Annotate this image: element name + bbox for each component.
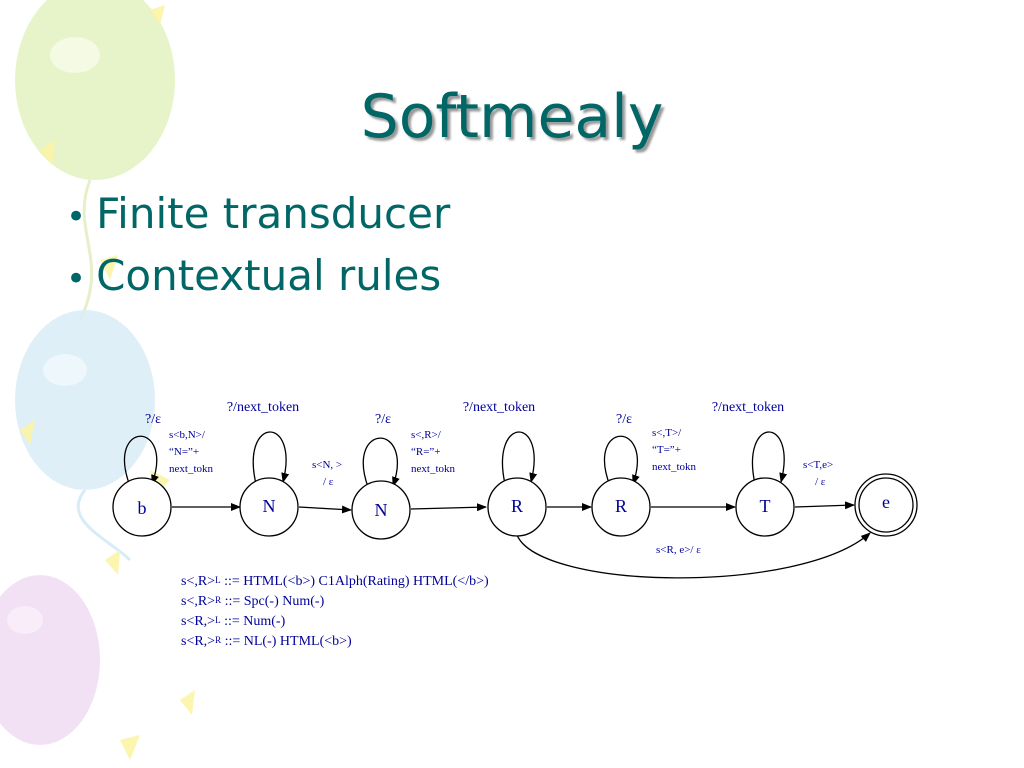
state-label: R: [511, 496, 523, 516]
rule-head: s<,R>: [181, 574, 215, 589]
rule-body: ::= Num(-): [221, 614, 286, 629]
state-label: N: [375, 500, 388, 520]
self-loop-arrow: [752, 432, 784, 484]
rule-head: s<R,>: [181, 634, 215, 649]
state-label: N: [263, 496, 276, 516]
transition-label-n-n: s<N, > / ε: [312, 459, 342, 488]
rule-body: ::= NL(-) HTML(<b>): [221, 634, 352, 649]
transition-label-line: s<N, >: [312, 459, 342, 471]
transition-label-line: / ε: [323, 476, 334, 488]
self-loop-label: ?/ε: [145, 412, 161, 427]
self-loop-arrow: [253, 432, 286, 484]
state-label: T: [760, 496, 771, 516]
transition-label-t-e: s<T,e> / ε: [803, 459, 833, 488]
rule-superscript: R: [215, 635, 221, 645]
transition-arrow: [299, 507, 351, 510]
state-label: R: [615, 496, 627, 516]
rule-body: ::= Spc(-) Num(-): [221, 594, 324, 609]
transition-label-line: next_tokn: [411, 463, 455, 475]
transition-label-line: s<b,N>/: [169, 429, 206, 441]
transition-label-line: s<,R>/: [411, 429, 442, 441]
transition-label-line: “R=”+: [411, 446, 441, 458]
transition-label-n-r: s<,R>/ “R=”+ next_tokn: [411, 429, 455, 475]
state-node: N: [352, 481, 410, 539]
rule-line: s<R,>R ::= NL(-) HTML(<b>): [181, 632, 489, 652]
rule-line: s<R,>L ::= Num(-): [181, 612, 489, 632]
state-node: b: [113, 478, 171, 536]
state-node: R: [488, 478, 546, 536]
rule-superscript: L: [215, 575, 221, 585]
rule-body: ::= HTML(<b>) C1Alph(Rating) HTML(</b>): [221, 574, 489, 589]
state-node: N: [240, 478, 298, 536]
state-node: T: [736, 478, 794, 536]
state-node: R: [592, 478, 650, 536]
state-label: e: [882, 492, 890, 512]
transition-label-r-t: s<,T>/ “T=”+ next_tokn: [652, 427, 696, 473]
rule-head: s<R,>: [181, 614, 215, 629]
transition-label-line: / ε: [815, 476, 826, 488]
state-label: b: [138, 498, 147, 518]
final-state-node: e: [855, 474, 917, 536]
contextual-rules: s<,R>L ::= HTML(<b>) C1Alph(Rating) HTML…: [181, 572, 489, 652]
rule-head: s<,R>: [181, 594, 215, 609]
transition-label-line: “T=”+: [652, 444, 681, 456]
self-loop-label: ?/next_token: [227, 400, 299, 415]
transition-arrow: [411, 507, 486, 509]
transition-label-line: next_tokn: [169, 463, 213, 475]
transition-label-line: “N=”+: [169, 446, 199, 458]
transition-label-line: s<T,e>: [803, 459, 833, 471]
transition-label-b-n: s<b,N>/ “N=”+ next_tokn: [169, 429, 213, 475]
self-loop-label: ?/next_token: [712, 400, 784, 415]
transition-label-r-e: s<R, e>/ ε: [656, 544, 701, 556]
self-loop-label: ?/ε: [616, 412, 632, 427]
transition-label-line: s<,T>/: [652, 427, 682, 439]
rule-line: s<,R>R ::= Spc(-) Num(-): [181, 592, 489, 612]
self-loop-label: ?/next_token: [463, 400, 535, 415]
self-loop-arrow: [363, 438, 397, 487]
rule-line: s<,R>L ::= HTML(<b>) C1Alph(Rating) HTML…: [181, 572, 489, 592]
rule-superscript: L: [215, 615, 221, 625]
self-loop-label: ?/ε: [375, 412, 391, 427]
rule-superscript: R: [215, 595, 221, 605]
transition-label-line: next_tokn: [652, 461, 696, 473]
transition-arrow: [795, 505, 854, 507]
self-loop-arrow: [502, 432, 534, 484]
